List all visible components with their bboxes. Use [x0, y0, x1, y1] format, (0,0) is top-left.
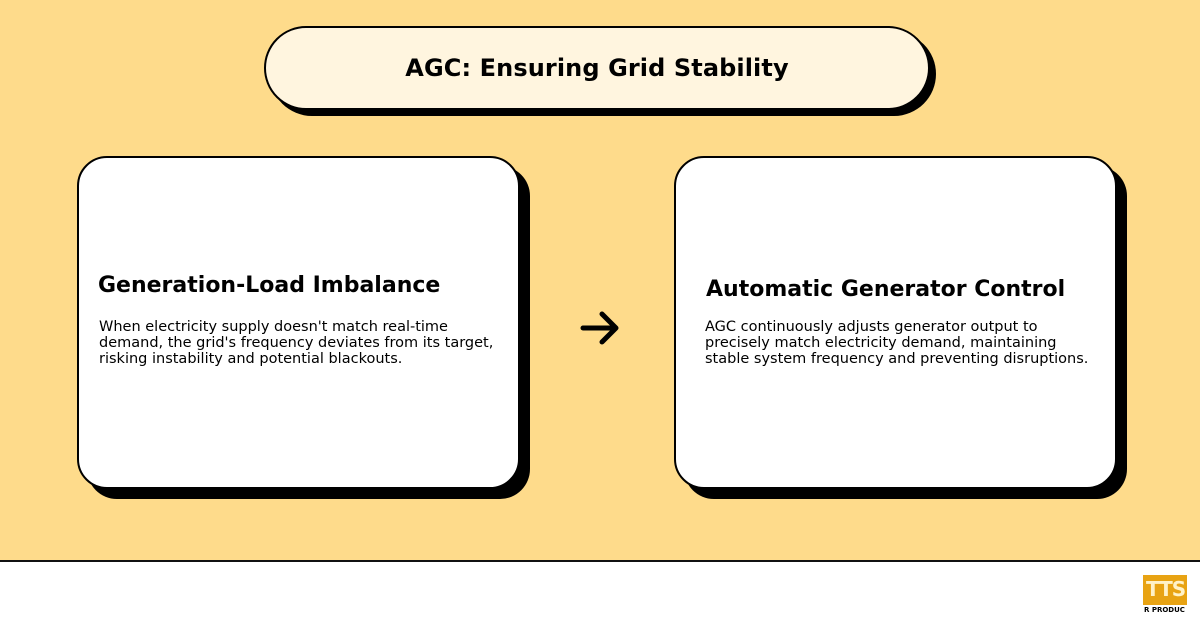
- solution-card-body: AGC continuously adjusts generator outpu…: [705, 319, 1089, 367]
- brand-logo-mark: TTS: [1146, 577, 1186, 601]
- title-banner: AGC: Ensuring Grid Stability: [264, 26, 930, 110]
- brand-logo-subtext: R PRODUC: [1144, 606, 1185, 614]
- solution-card: Automatic Generator Control AGC continuo…: [674, 156, 1117, 489]
- problem-card: Generation-Load Imbalance When electrici…: [77, 156, 520, 489]
- brand-logo-band: [1143, 605, 1187, 616]
- diagram-canvas: AGC: Ensuring Grid Stability Generation-…: [0, 0, 1200, 562]
- brand-logo: TTS R PRODUC: [1143, 575, 1187, 616]
- problem-card-heading: Generation-Load Imbalance: [98, 273, 441, 298]
- diagram-title: AGC: Ensuring Grid Stability: [405, 54, 789, 82]
- problem-card-body: When electricity supply doesn't match re…: [99, 319, 494, 367]
- solution-card-heading: Automatic Generator Control: [706, 277, 1066, 302]
- arrow-right-icon: [580, 311, 619, 345]
